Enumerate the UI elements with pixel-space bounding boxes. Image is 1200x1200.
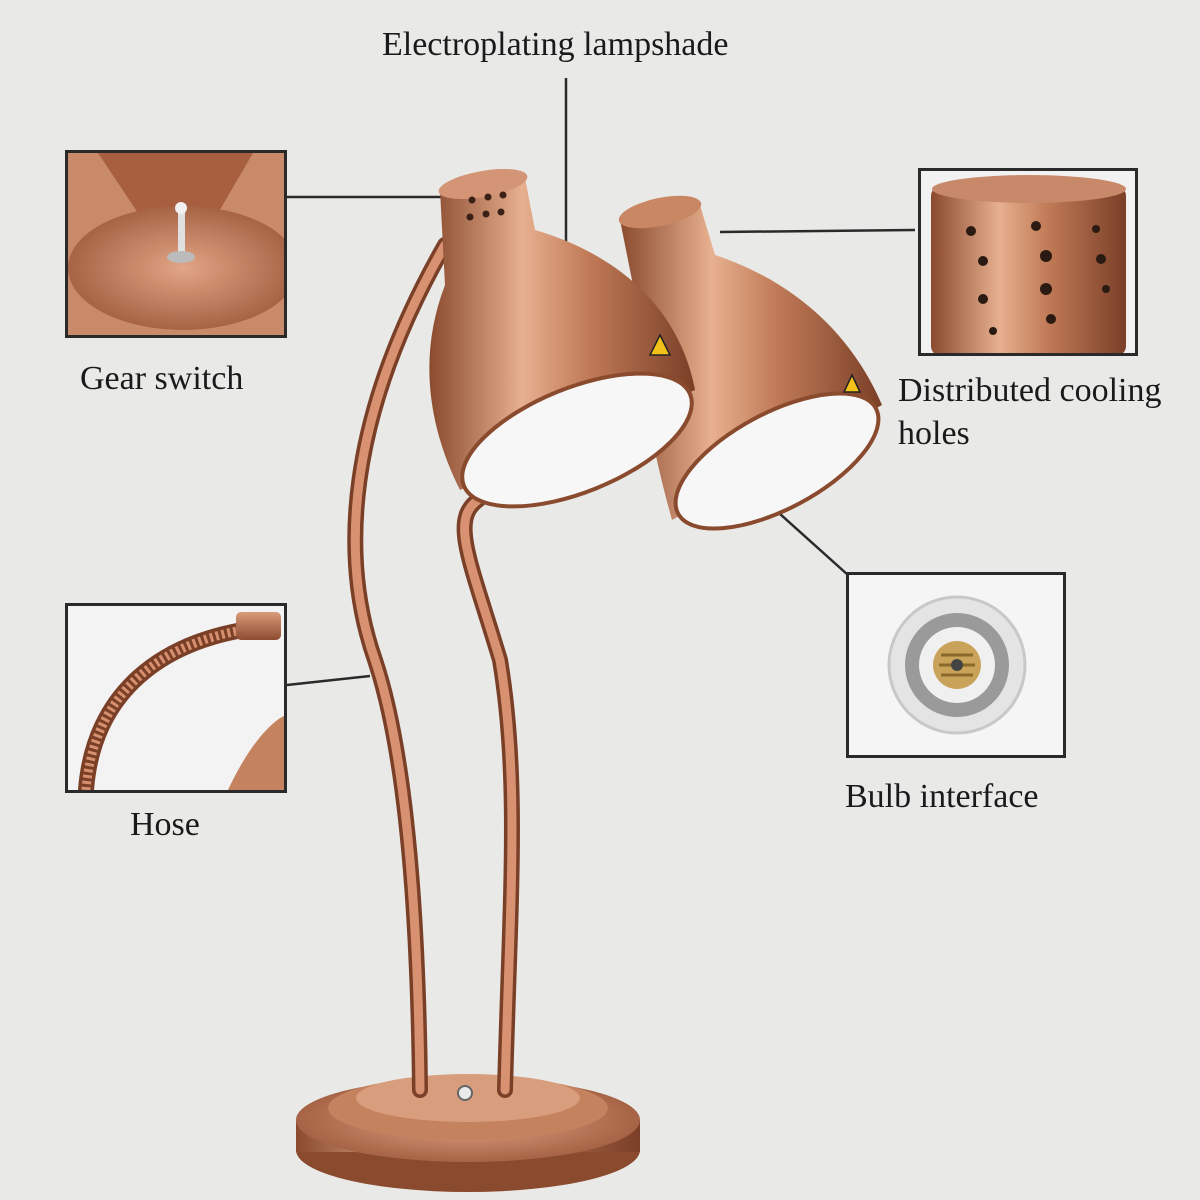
hose-label: Hose [130, 806, 200, 843]
hose-detail-box [65, 603, 287, 793]
bulb-interface-label: Bulb interface [845, 778, 1039, 815]
cooling-holes-label-line1: Distributed cooling [898, 372, 1162, 409]
gear-switch-label: Gear switch [80, 360, 244, 397]
lamp-base [296, 1074, 640, 1192]
rear-lampshade [618, 195, 882, 531]
gear-switch-detail-box [65, 150, 287, 338]
cooling-holes-closeup-icon [921, 171, 1135, 353]
gear-switch-closeup-icon [68, 153, 284, 335]
bulb-interface-detail-box [846, 572, 1066, 758]
gooseneck-hoses [347, 237, 520, 1098]
bulb-socket-closeup-icon [849, 575, 1063, 755]
hose-closeup-icon [68, 606, 284, 790]
cooling-holes-detail-box [918, 168, 1138, 356]
front-cooling-holes [466, 191, 507, 221]
cooling-holes-label: Distributed cooling holes [898, 370, 1161, 455]
base-switch-knob [457, 1085, 473, 1101]
electroplating-lampshade-label: Electroplating lampshade [382, 26, 729, 63]
leader-cooling-holes [719, 228, 916, 234]
warning-triangle-icon [842, 373, 862, 393]
leader-hose [286, 674, 371, 687]
leader-bulb [769, 504, 849, 576]
front-lampshade [429, 169, 695, 509]
cooling-holes-label-line2: holes [898, 414, 970, 452]
warning-triangle-icon [648, 333, 672, 356]
